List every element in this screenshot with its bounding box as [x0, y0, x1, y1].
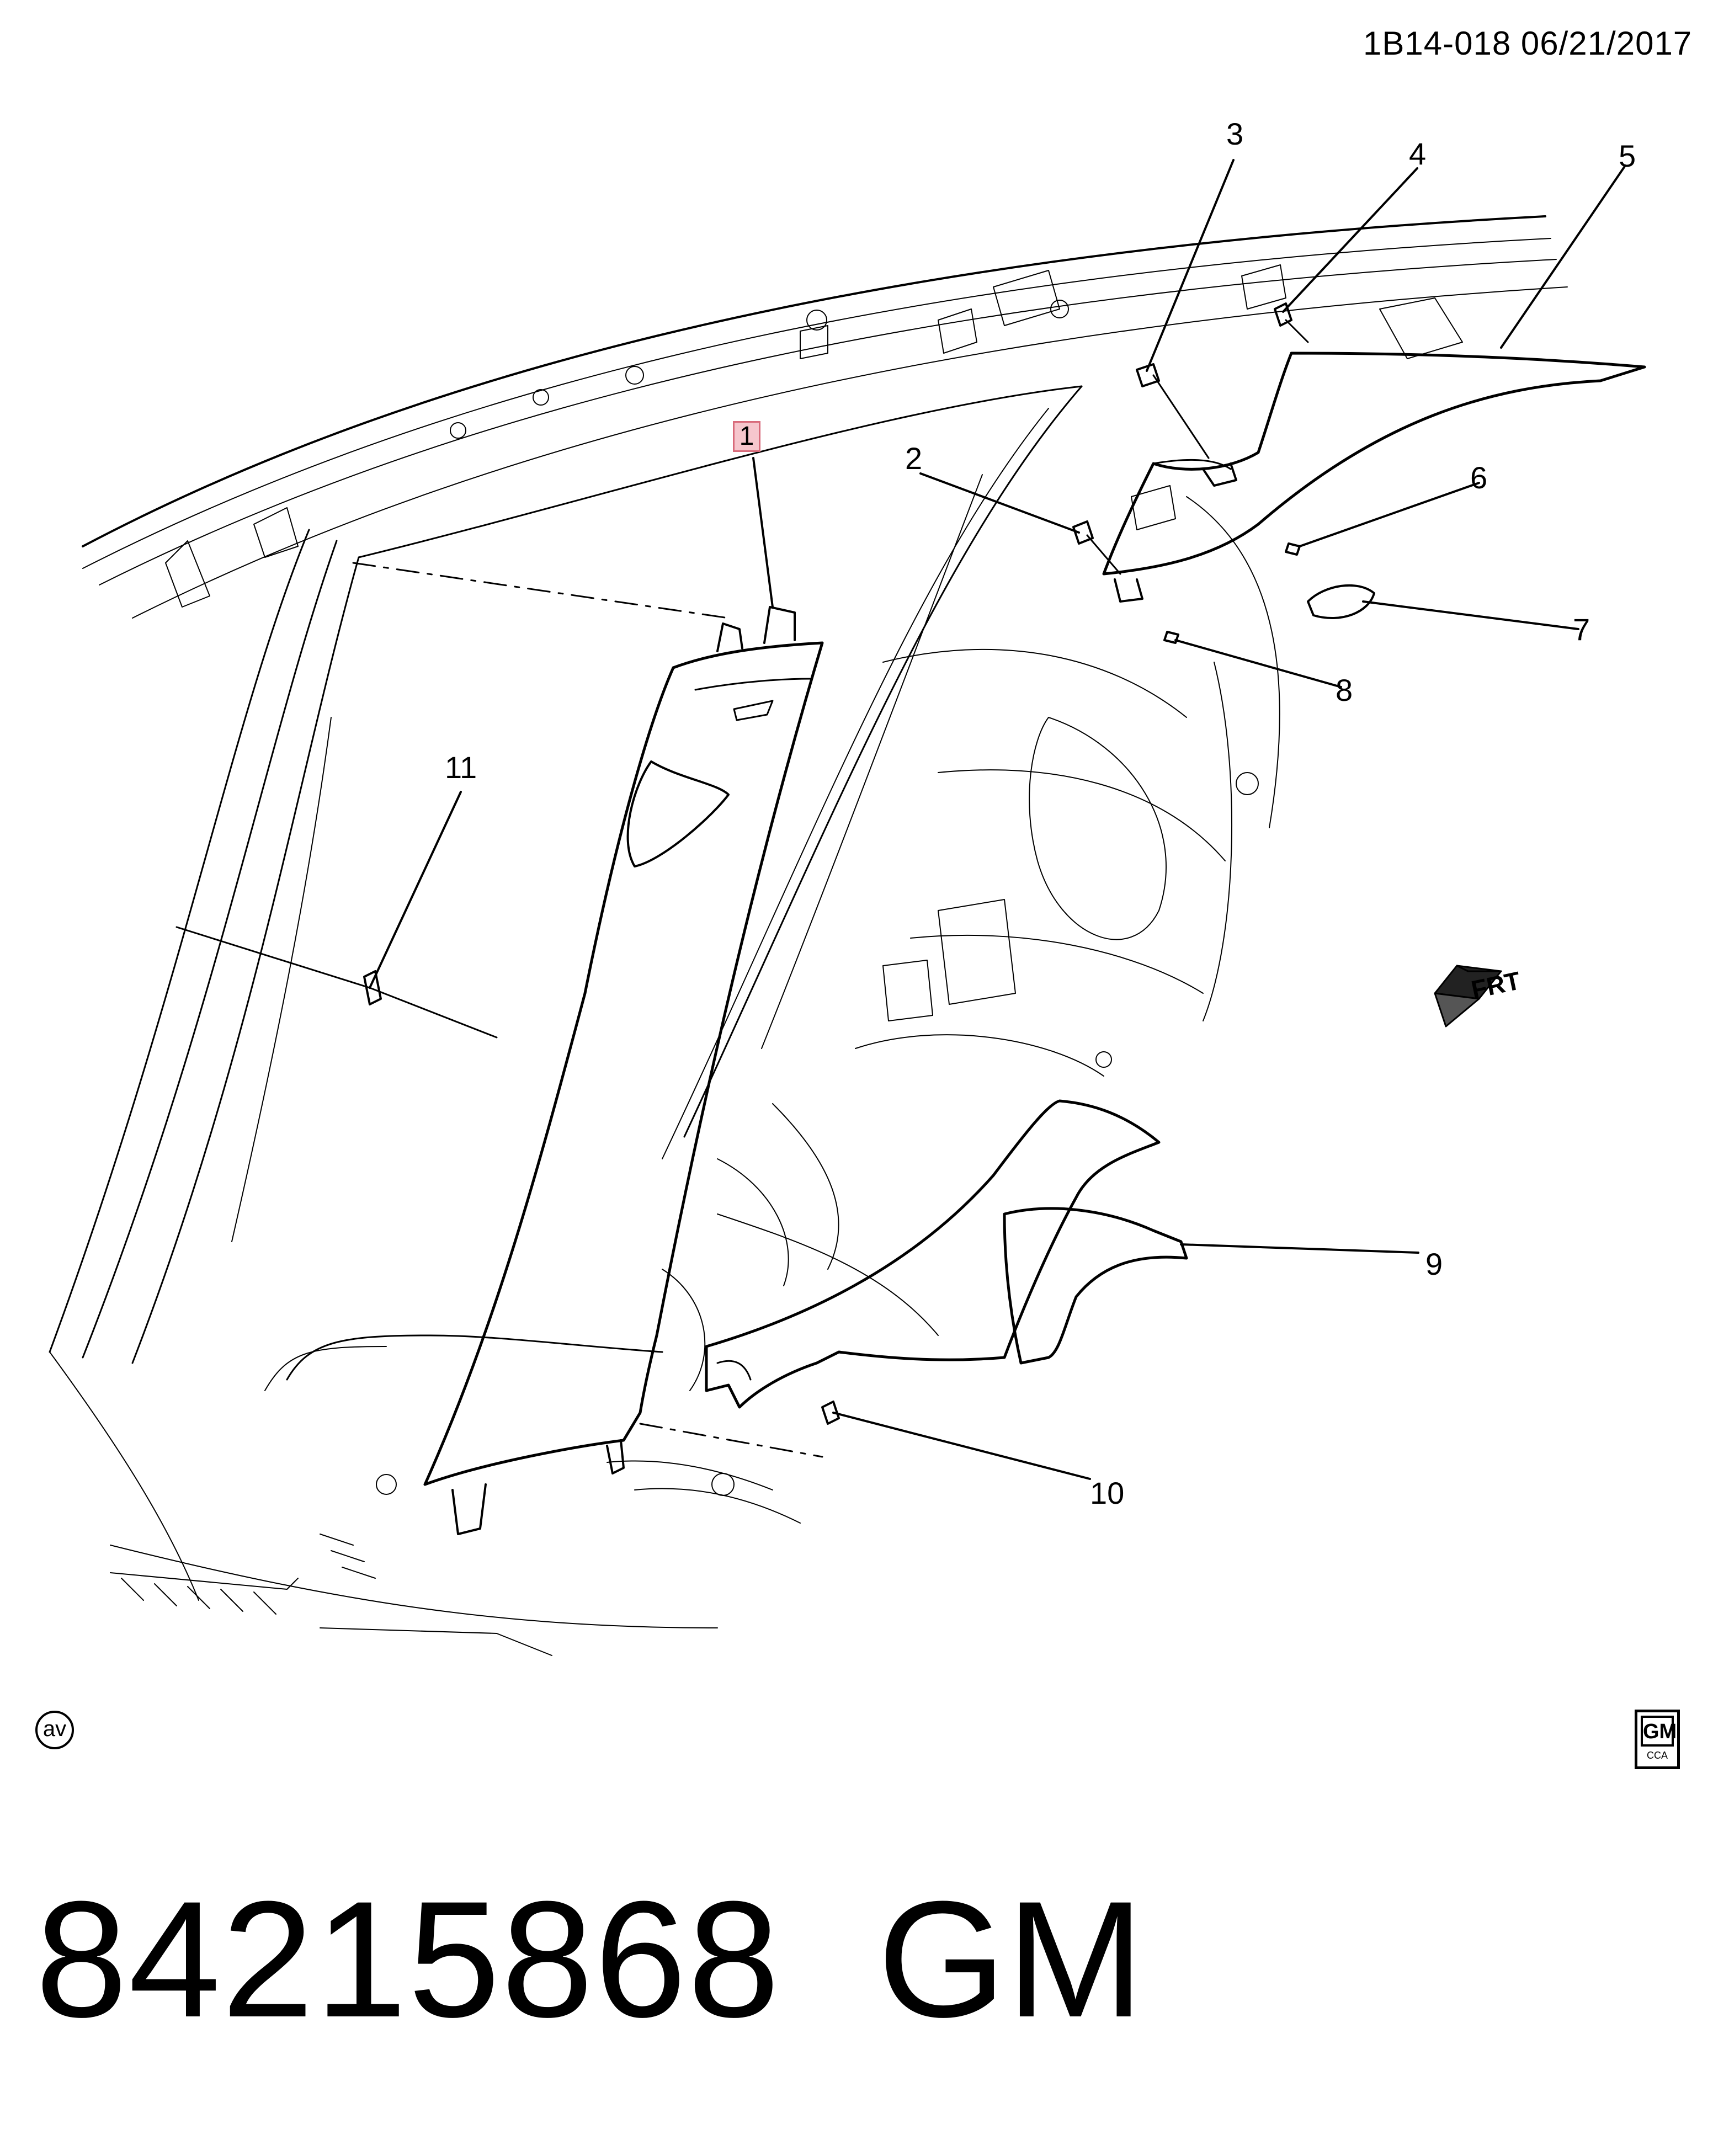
gm-logo-text: GM: [1641, 1716, 1677, 1747]
callout-3: 3: [1226, 116, 1243, 151]
leader-lines: [175, 319, 1309, 1458]
exploded-parts-diagram: 2 3 4 5 6 7 8 9 10 11 FRT: [49, 116, 1646, 1656]
callout-6: 6: [1470, 460, 1487, 495]
clip-10-shape: [821, 1401, 840, 1425]
floor-sill: [110, 1158, 801, 1656]
cover-7-shape: [1307, 584, 1375, 619]
callout-1: 1: [733, 421, 760, 452]
callout-11: 11: [445, 750, 477, 785]
callout-8: 8: [1336, 673, 1353, 707]
rear-quarter-upper-trim: [1102, 352, 1646, 603]
front-pillar: [49, 529, 360, 1601]
callout-10: 10: [1090, 1476, 1124, 1510]
part-brand: GM: [877, 1866, 1145, 2052]
callout-9: 9: [1425, 1247, 1443, 1281]
b-pillar-trim: [423, 606, 824, 1535]
front-direction-arrow-icon: [1434, 965, 1502, 1028]
av-badge: av: [35, 1711, 74, 1749]
screw-6-shape: [1285, 542, 1301, 556]
gm-logo-icon: GM CCA: [1635, 1710, 1680, 1769]
part-number: 84215868: [35, 1866, 781, 2052]
rear-body-structure: [165, 264, 1463, 1496]
callout-2: 2: [905, 441, 922, 476]
clip-2-shape: [1072, 520, 1094, 545]
callout-4: 4: [1409, 136, 1426, 171]
screw-8-shape: [1163, 631, 1179, 644]
roof-rail: [82, 215, 1568, 619]
door-opening-outline: [264, 385, 1083, 1391]
diagram-code-date: 1B14-018 06/21/2017: [1363, 25, 1693, 62]
callout-5: 5: [1619, 139, 1636, 173]
callout-leaders: [369, 159, 1626, 1480]
callout-7: 7: [1573, 612, 1590, 647]
clips-fasteners: [363, 302, 1375, 1425]
rear-quarter-edges: [662, 385, 1083, 1159]
gm-logo-sub: CCA: [1646, 1750, 1668, 1761]
clip-11-shape: [363, 970, 382, 1005]
lower-rear-trim: [705, 1099, 1188, 1409]
clip-4-shape: [1274, 302, 1292, 327]
